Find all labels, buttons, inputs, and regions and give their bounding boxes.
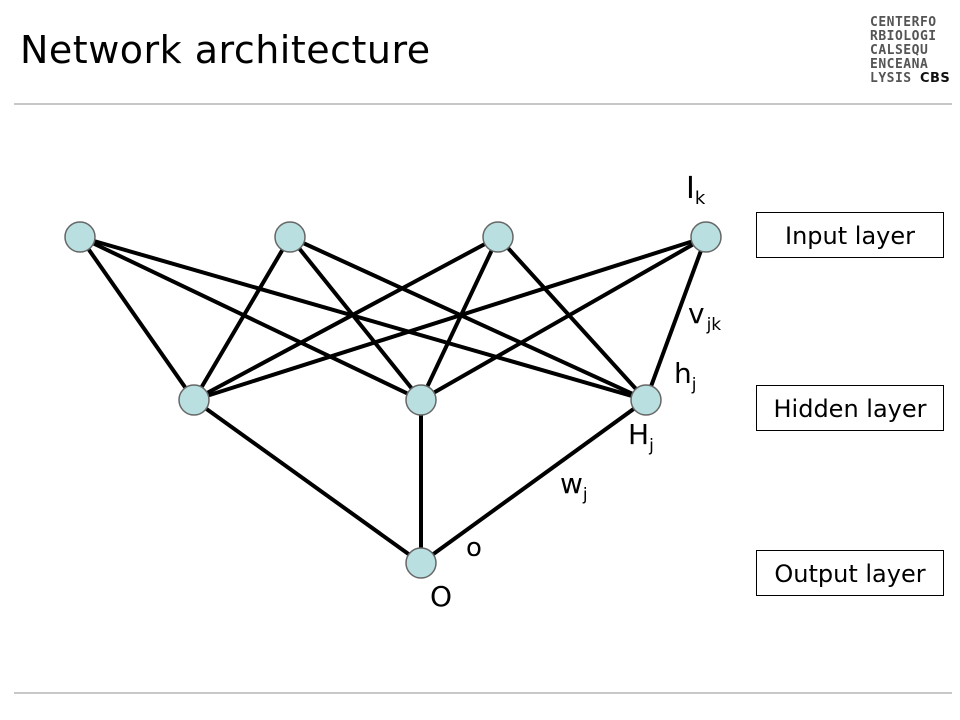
top-divider <box>14 103 952 105</box>
input-hidden-edge <box>419 236 500 401</box>
edges <box>78 235 708 565</box>
hidden-node <box>405 384 437 416</box>
input-hidden-edge <box>192 235 292 402</box>
label-output-input: o <box>466 533 482 563</box>
input-node <box>482 221 514 253</box>
input-hidden-edge <box>78 235 196 402</box>
input-layer-label: Input layer <box>756 212 944 258</box>
cbs-logo: CENTERFO RBIOLOGI CALSEQU ENCEANA LYSIS … <box>870 16 950 86</box>
input-hidden-edge <box>193 235 707 402</box>
label-output-weight: wj <box>560 467 588 505</box>
label-input-node: Ik <box>686 171 706 209</box>
input-hidden-edge <box>289 235 647 402</box>
logo-row: CALSEQU <box>870 43 929 58</box>
input-hidden-edge <box>193 235 499 402</box>
label-hidden-input: hj <box>674 357 696 395</box>
slide-title: Network architecture <box>20 28 431 72</box>
input-node <box>64 221 96 253</box>
input-hidden-edge <box>496 235 648 402</box>
hidden-output-edge <box>192 398 423 565</box>
input-hidden-edge <box>420 235 707 402</box>
label-output-node: O <box>430 580 452 613</box>
logo-cbs: CBS <box>919 71 951 86</box>
logo-row: CENTERFO <box>870 15 937 30</box>
output-node <box>405 547 437 579</box>
output-layer-label: Output layer <box>756 550 944 596</box>
logo-row: RBIOLOGI <box>870 29 937 44</box>
hidden-layer-label: Hidden layer <box>756 385 944 431</box>
label-hidden-output: Hj <box>628 418 654 456</box>
input-node <box>274 221 306 253</box>
input-hidden-edge <box>79 235 647 402</box>
hidden-output-edge <box>419 398 648 565</box>
input-hidden-edge <box>644 236 708 401</box>
input-hidden-edge <box>79 235 422 402</box>
bottom-divider <box>14 692 952 694</box>
input-hidden-edge <box>288 235 423 402</box>
nodes <box>64 221 722 579</box>
input-node <box>690 221 722 253</box>
logo-row-text: LYSIS <box>870 71 912 86</box>
logo-row: LYSIS CBS <box>870 72 950 86</box>
hidden-node <box>630 384 662 416</box>
logo-row: ENCEANA <box>870 57 929 72</box>
hidden-node <box>178 384 210 416</box>
